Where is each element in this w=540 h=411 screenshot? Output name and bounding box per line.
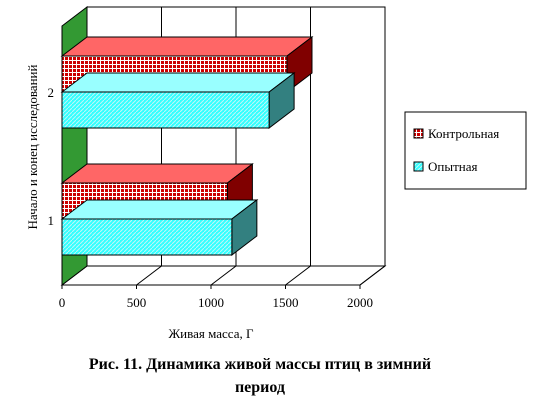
y-tick-label-1: 1 bbox=[48, 213, 55, 228]
caption-line-2: период bbox=[235, 379, 285, 396]
y-axis-label: Начало и конец исследований bbox=[25, 65, 40, 230]
bar-top-face bbox=[60, 36, 314, 57]
bars bbox=[60, 35, 314, 257]
legend-swatch-experimental bbox=[413, 161, 424, 172]
y-ticks: 21 bbox=[48, 85, 55, 228]
gridline-2000 bbox=[359, 7, 386, 286]
bar-top-face bbox=[60, 199, 259, 220]
x-axis: 0 500 1000 1500 2000 Живая масса, Г bbox=[59, 284, 373, 341]
x-tick-label-1000: 1000 bbox=[198, 295, 224, 310]
x-tick-label-500: 500 bbox=[127, 295, 147, 310]
x-tick-label-2000: 2000 bbox=[347, 295, 373, 310]
x-axis-label: Живая масса, Г bbox=[169, 326, 254, 341]
x-tick-label-0: 0 bbox=[59, 295, 66, 310]
x-tick-label-1500: 1500 bbox=[273, 295, 299, 310]
legend-label-control: Контрольная bbox=[428, 126, 499, 141]
legend: Контрольная Опытная bbox=[404, 111, 527, 190]
gridline-1500 bbox=[285, 7, 311, 286]
legend-box bbox=[404, 111, 527, 190]
y-axis: 21 Начало и конец исследований bbox=[25, 65, 54, 230]
caption-line-1: Рис. 11. Динамика живой массы птиц в зим… bbox=[89, 356, 431, 373]
bar-front-face bbox=[61, 218, 233, 256]
y-tick-label-2: 2 bbox=[48, 85, 55, 100]
bar-top-face bbox=[60, 72, 296, 93]
legend-swatch-control bbox=[413, 128, 424, 139]
figure-caption: Рис. 11. Динамика живой массы птиц в зим… bbox=[89, 356, 431, 396]
bar-1-experimental bbox=[60, 198, 259, 257]
bar-2-experimental bbox=[60, 71, 296, 130]
bar-front-face bbox=[61, 91, 270, 129]
legend-label-experimental: Опытная bbox=[428, 159, 477, 174]
x-ticks: 0 500 1000 1500 2000 bbox=[59, 285, 373, 310]
bar-top-face bbox=[60, 163, 254, 184]
